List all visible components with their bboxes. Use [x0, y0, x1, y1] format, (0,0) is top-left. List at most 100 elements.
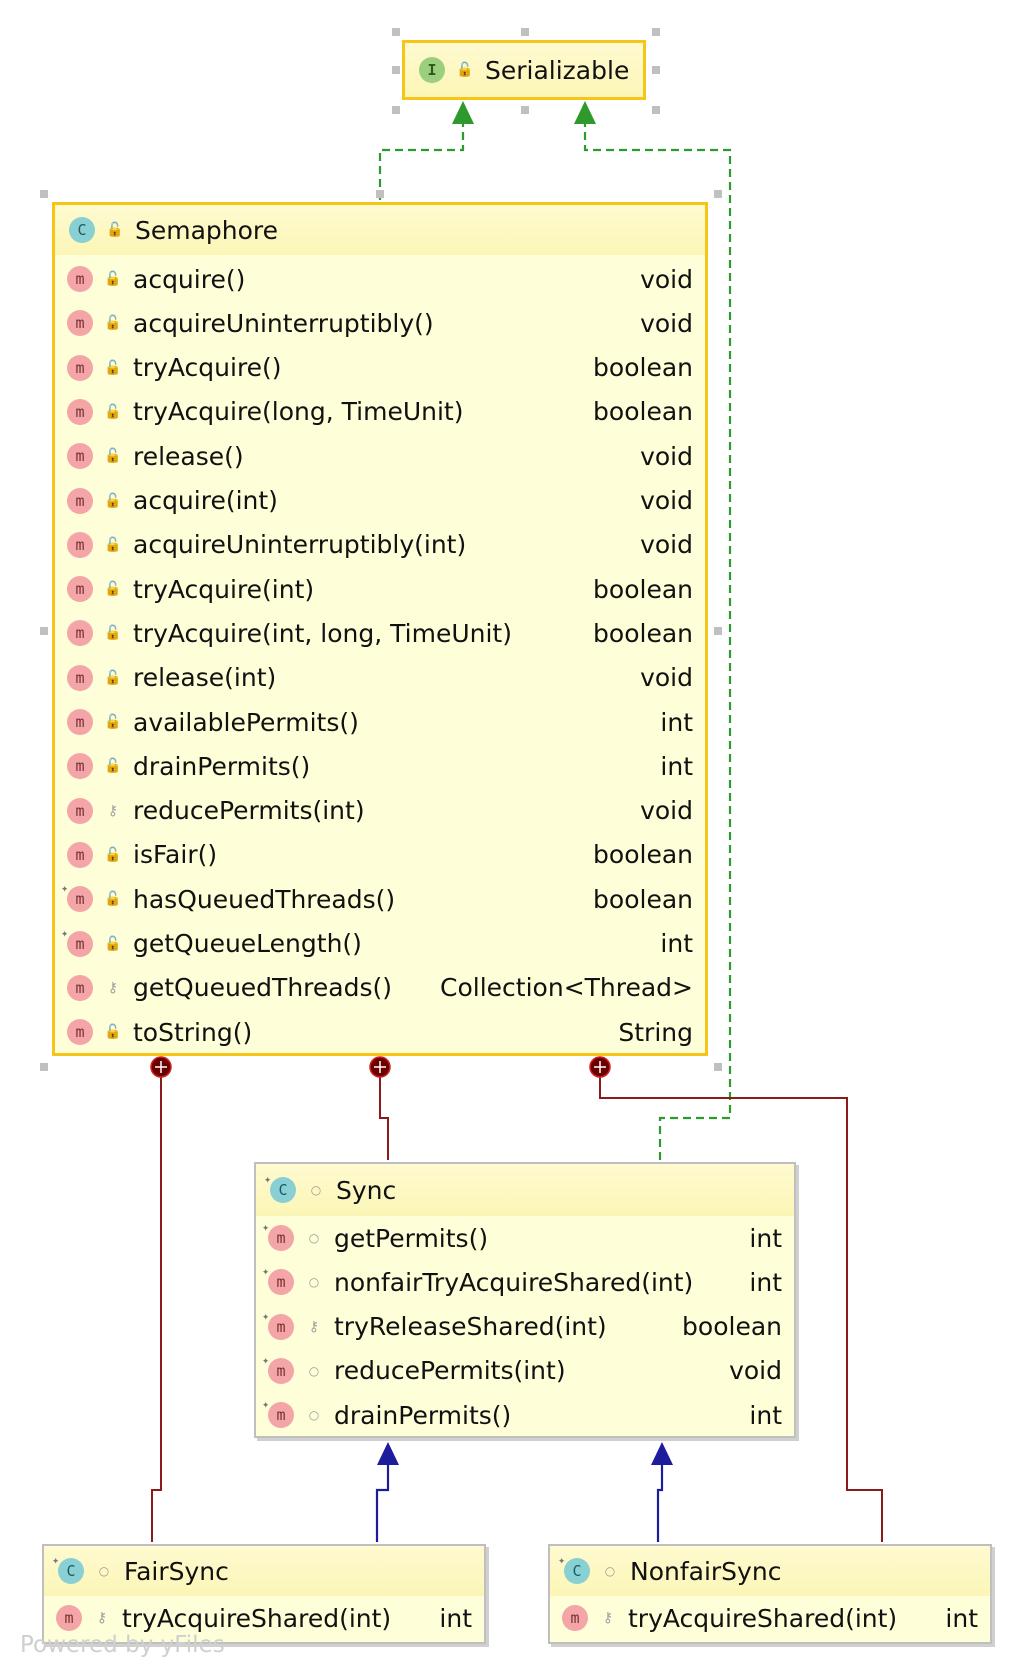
method-icon-letter: m [75, 535, 85, 554]
nonfairsync-node[interactable]: ✦C ○ NonfairSync m⚷tryAcquireShared(int)… [548, 1544, 992, 1644]
selection-handle[interactable] [652, 28, 660, 36]
class-icon-letter: C [572, 1562, 582, 1580]
method-icon: m [67, 398, 93, 425]
inheritance-link-nonfairsync [656, 1462, 664, 1542]
selection-handle[interactable] [714, 627, 722, 635]
member-row[interactable]: m🔓tryAcquire()boolean [55, 346, 705, 390]
member-row[interactable]: ✦m○nonfairTryAcquireShared(int)int [256, 1260, 794, 1304]
member-row[interactable]: m🔓release(int)void [55, 656, 705, 700]
member-row[interactable]: m🔓tryAcquire(long, TimeUnit)boolean [55, 390, 705, 434]
member-row[interactable]: m🔓acquire()void [55, 257, 705, 301]
override-overlay-icon: ✦ [262, 1308, 270, 1323]
selection-handle[interactable] [652, 66, 660, 74]
method-icon-letter: m [75, 580, 85, 599]
inner-link-fairsync [151, 1067, 162, 1542]
member-type: void [640, 796, 693, 826]
nonfairsync-title: NonfairSync [630, 1556, 782, 1586]
member-row[interactable]: m⚷tryAcquireShared(int)int [550, 1596, 990, 1640]
member-row[interactable]: m🔓availablePermits()int [55, 700, 705, 744]
selection-handle[interactable] [40, 1063, 48, 1071]
realization-arrowhead-right [574, 101, 596, 124]
selection-handle[interactable] [392, 66, 400, 74]
member-row[interactable]: ✦m🔓getQueueLength()int [55, 922, 705, 966]
selection-handle[interactable] [714, 1063, 722, 1071]
member-row[interactable]: m🔓tryAcquire(int, long, TimeUnit)boolean [55, 611, 705, 655]
member-type: int [660, 929, 693, 958]
member-row[interactable]: m⚷tryAcquireShared(int)int [44, 1596, 484, 1640]
method-icon: m [67, 487, 93, 514]
method-icon-letter: m [75, 270, 85, 288]
member-row[interactable]: m🔓tryAcquire(int)boolean [55, 567, 705, 611]
member-row[interactable]: ✦m○drainPermits()int [256, 1393, 794, 1437]
method-icon-letter: m [75, 845, 85, 864]
method-icon-letter: m [64, 1609, 74, 1627]
member-type: Collection<Thread> [440, 973, 693, 1003]
selection-handle[interactable] [392, 106, 400, 114]
selection-handle[interactable] [521, 28, 529, 36]
selection-handle[interactable] [376, 190, 384, 198]
member-type: boolean [593, 397, 693, 427]
member-row[interactable]: m⚷getQueuedThreads()Collection<Thread> [55, 966, 705, 1010]
abstract-overlay-icon: ✦ [264, 1172, 272, 1186]
sync-title: Sync [336, 1175, 397, 1205]
member-type: int [660, 751, 693, 781]
unlocked-icon: 🔓 [106, 222, 124, 238]
member-type: int [660, 707, 693, 737]
member-row[interactable]: m🔓release()void [55, 434, 705, 478]
nonfairsync-header: ✦C ○ NonfairSync [550, 1546, 990, 1596]
serializable-header: I 🔓 Serializable [405, 43, 643, 97]
member-row[interactable]: m🔓acquireUninterruptibly(int)void [55, 523, 705, 567]
selection-handle[interactable] [521, 106, 529, 114]
method-icon: ✦m [262, 1309, 294, 1340]
member-row[interactable]: m🔓toString()String [55, 1010, 705, 1054]
method-icon: m [562, 1605, 588, 1631]
member-name: acquire() [133, 264, 246, 294]
method-icon-letter: m [276, 1229, 286, 1247]
serializable-node[interactable]: I 🔓 Serializable [402, 40, 646, 100]
selection-handle[interactable] [714, 190, 722, 198]
selection-handle[interactable] [40, 190, 48, 198]
member-name: drainPermits() [334, 1400, 512, 1430]
unlocked-icon: 🔓 [104, 846, 122, 863]
member-name: acquire(int) [133, 486, 278, 515]
member-row[interactable]: m⚷reducePermits(int)void [55, 789, 705, 833]
class-icon: ✦C [264, 1172, 296, 1203]
member-row[interactable]: ✦m🔓hasQueuedThreads()boolean [55, 877, 705, 921]
sync-node[interactable]: ✦C ○ Sync ✦m○getPermits()int✦m○nonfairTr… [254, 1162, 796, 1438]
member-row[interactable]: ✦m○getPermits()int [256, 1216, 794, 1260]
unlocked-icon: 🔓 [104, 315, 122, 332]
member-name: tryAcquireShared(int) [628, 1603, 898, 1633]
method-icon-letter: m [75, 978, 85, 997]
selection-handle[interactable] [392, 28, 400, 36]
selection-handle[interactable] [40, 627, 48, 635]
member-name: drainPermits() [133, 751, 311, 781]
circle-icon: ○ [308, 1408, 320, 1423]
member-type: void [640, 663, 693, 693]
member-row[interactable]: ✦m⚷tryReleaseShared(int)boolean [256, 1305, 794, 1349]
member-name: isFair() [133, 840, 218, 870]
member-type: int [749, 1223, 782, 1253]
method-icon-letter: m [75, 624, 85, 643]
method-icon: m [67, 620, 93, 647]
fairsync-node[interactable]: ✦C ○ FairSync m⚷tryAcquireShared(int)int [42, 1544, 486, 1644]
member-row[interactable]: m🔓isFair()boolean [55, 833, 705, 877]
member-name: tryReleaseShared(int) [334, 1312, 607, 1342]
unlocked-icon: 🔓 [104, 935, 122, 952]
unlocked-icon: 🔓 [104, 1024, 122, 1041]
selection-handle[interactable] [652, 106, 660, 114]
inheritance-arrowhead-fairsync [377, 1442, 399, 1465]
override-overlay-icon: ✦ [262, 1220, 270, 1234]
class-icon-letter: C [66, 1562, 76, 1580]
method-icon: m [67, 664, 93, 691]
unlocked-icon: 🔓 [104, 492, 122, 509]
member-row[interactable]: m🔓acquireUninterruptibly()void [55, 301, 705, 345]
method-icon: m [67, 531, 93, 558]
member-row[interactable]: m🔓acquire(int)void [55, 479, 705, 523]
member-row[interactable]: ✦m○reducePermits(int)void [256, 1349, 794, 1393]
member-name: tryAcquireShared(int) [122, 1603, 392, 1633]
key-icon: ⚷ [96, 1610, 108, 1626]
method-icon-letter: m [75, 402, 85, 421]
member-row[interactable]: m🔓drainPermits()int [55, 744, 705, 788]
